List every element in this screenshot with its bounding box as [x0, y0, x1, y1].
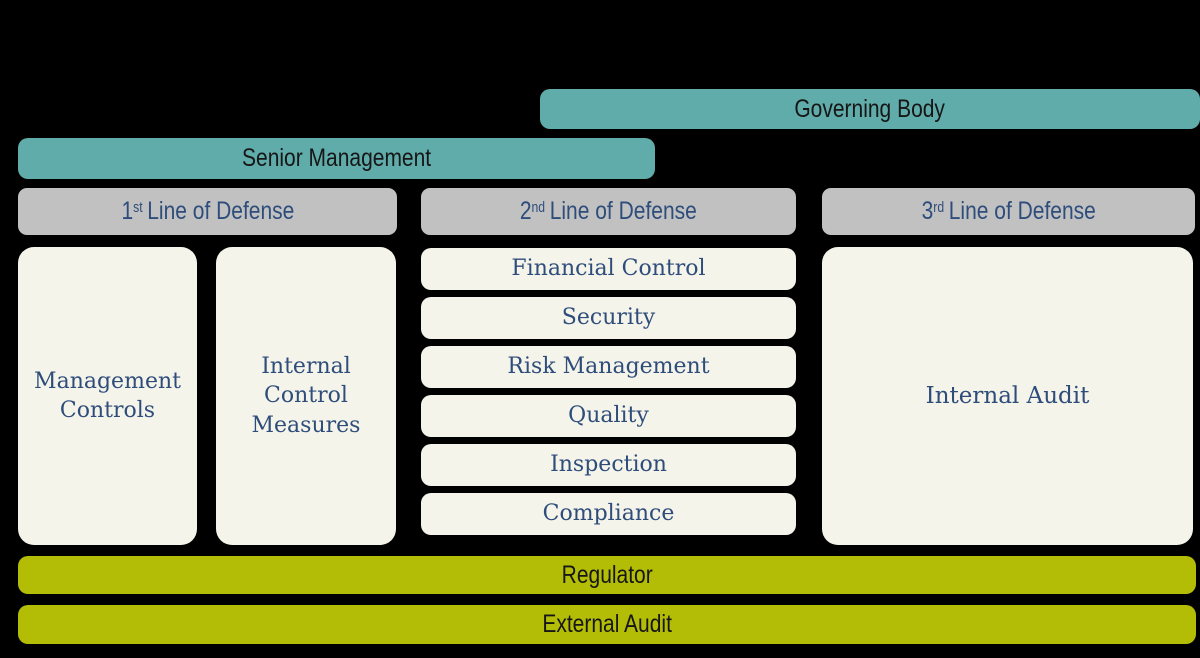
regulator-bar: Regulator — [18, 556, 1196, 594]
box-security: Security — [421, 297, 796, 339]
compliance-label: Compliance — [542, 501, 675, 527]
security-label: Security — [561, 305, 656, 331]
box-management-controls: Management Controls — [18, 247, 197, 545]
box-internal-control-measures: Internal Control Measures — [216, 247, 396, 545]
box-internal-audit: Internal Audit — [822, 247, 1193, 545]
box-inspection: Inspection — [421, 444, 796, 486]
box-risk-management: Risk Management — [421, 346, 796, 388]
financial-control-label: Financial Control — [511, 256, 706, 282]
box-quality: Quality — [421, 395, 796, 437]
inspection-label: Inspection — [550, 452, 667, 478]
quality-label: Quality — [568, 403, 649, 429]
internal-control-measures-label: Internal Control Measures — [251, 354, 361, 438]
management-controls-label: Management Controls — [34, 368, 181, 423]
external-audit-label: External Audit — [542, 610, 672, 638]
senior-management-label: Senior Management — [241, 144, 432, 172]
internal-audit-label: Internal Audit — [925, 382, 1090, 409]
governing-body-bar: Governing Body — [540, 89, 1200, 129]
governing-body-label: Governing Body — [794, 94, 946, 123]
external-audit-bar: External Audit — [18, 605, 1196, 644]
regulator-label: Regulator — [561, 560, 653, 589]
risk-management-label: Risk Management — [507, 354, 710, 380]
box-financial-control: Financial Control — [421, 248, 796, 290]
senior-management-bar: Senior Management — [18, 138, 655, 179]
box-compliance: Compliance — [421, 493, 796, 535]
